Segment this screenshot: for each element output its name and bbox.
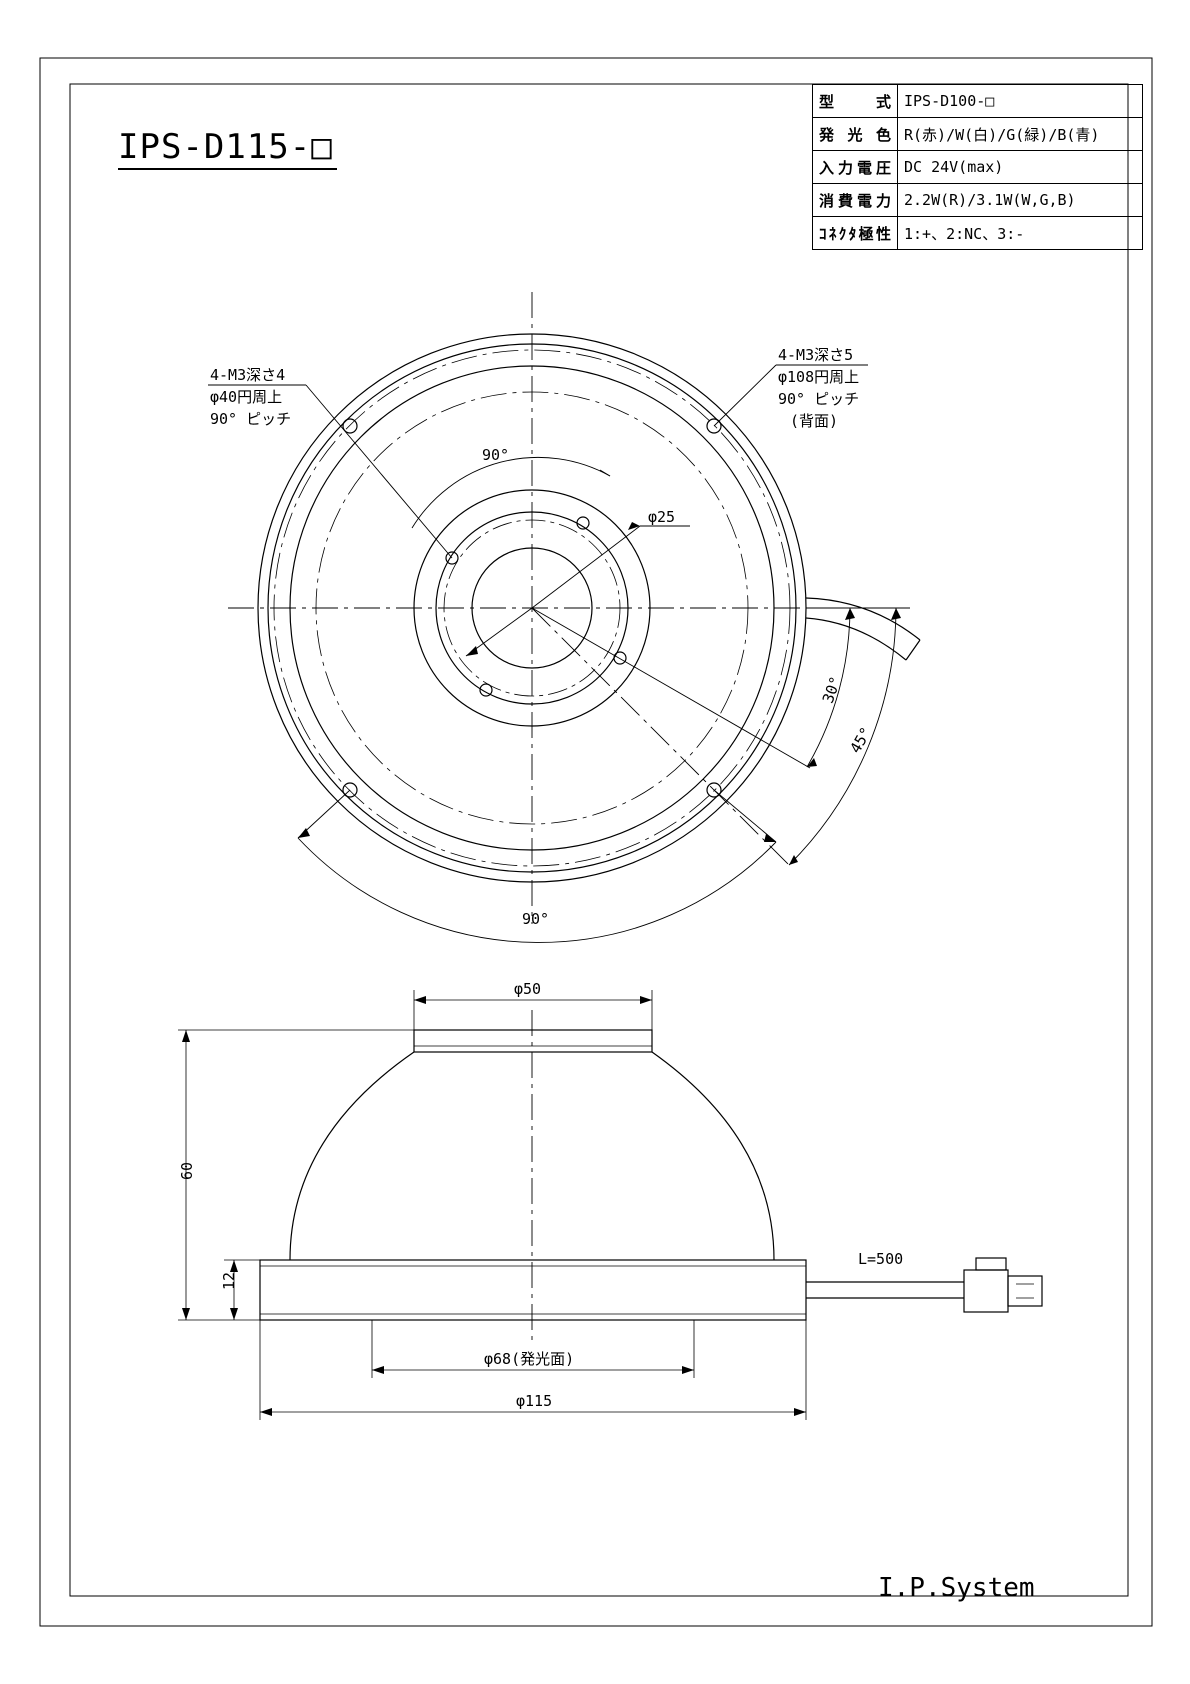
rim-circle (289, 365, 775, 851)
outer-hole-ul (342, 418, 358, 434)
spec-row: 消費電力 2.2W(R)/3.1W(W,G,B) (812, 183, 1143, 217)
arc-45 (788, 607, 897, 866)
cable-top-view (805, 597, 921, 661)
dim-phi68-label: φ68(発光面) (484, 1350, 574, 1368)
spec-row: 型 式 IPS-D100-□ (812, 84, 1143, 118)
top-cap (413, 1029, 653, 1053)
base (259, 1259, 807, 1321)
inner-ring-2 (435, 511, 629, 705)
spec-key: 消費電力 (812, 183, 898, 217)
bolt-pcd-40 (443, 519, 621, 697)
top-view (208, 292, 921, 943)
angle-30-label: 30° (819, 674, 845, 706)
spec-row: 発光色 R(赤)/W(白)/G(緑)/B(青) (812, 117, 1143, 151)
dim-phi115-label: φ115 (516, 1392, 552, 1410)
side-view-labels: φ50 60 12 φ68(発光面) φ115 L=500 (178, 980, 903, 1410)
outer-hole-ll (342, 782, 358, 798)
outer-border (39, 57, 1153, 1627)
spec-value: 2.2W(R)/3.1W(W,G,B) (897, 183, 1143, 217)
note-right-4: (背面) (790, 412, 838, 430)
leader-phi25 (531, 525, 641, 609)
arc-30 (806, 607, 851, 768)
dia-inner-label: φ25 (648, 508, 675, 526)
connector (963, 1269, 1009, 1313)
inner-hole-1 (576, 516, 590, 530)
spec-value: 1:+、2:NC、3:- (897, 216, 1143, 250)
spec-row: ｺﾈｸﾀ極性 1:+、2:NC、3:- (812, 216, 1143, 250)
spec-table: 型 式 IPS-D100-□ 発光色 R(赤)/W(白)/G(緑)/B(青) 入… (812, 84, 1143, 250)
spec-key: 入力電圧 (812, 150, 898, 184)
dim-phi50-label: φ50 (514, 980, 541, 998)
dome (289, 1051, 775, 1261)
spec-key: 型 式 (812, 84, 898, 118)
note-right-2: φ108円周上 (778, 368, 859, 386)
note-left-1: 4-M3深さ4 (210, 366, 285, 384)
outer-hole-lr (706, 782, 722, 798)
spec-key: 発光色 (812, 117, 898, 151)
angle-outer-label: 90° (522, 910, 549, 928)
note-right-3: 90° ピッチ (778, 390, 859, 408)
spec-value: IPS-D100-□ (897, 84, 1143, 118)
note-left-3: 90° ピッチ (210, 410, 291, 428)
arc-outer-90 (297, 837, 777, 943)
center-bore (471, 547, 593, 669)
dim-base-label: 12 (220, 1272, 238, 1290)
note-left-2: φ40円周上 (210, 388, 282, 406)
spec-key: ｺﾈｸﾀ極性 (812, 216, 898, 250)
drawing-title: IPS-D115-□ (118, 128, 337, 170)
radial-45 (531, 607, 791, 867)
top-view-labels: 4-M3深さ4 φ40円周上 90° ピッチ 4-M3深さ5 φ108円周上 9… (210, 346, 875, 928)
inner-hole-3 (479, 683, 493, 697)
spec-value: R(赤)/W(白)/G(緑)/B(青) (897, 117, 1143, 151)
inner-ring-1 (413, 489, 651, 727)
outer-hole-ur (706, 418, 722, 434)
radial-30 (531, 607, 811, 769)
spec-value: DC 24V(max) (897, 150, 1143, 184)
side-view (178, 990, 1043, 1420)
note-right-1: 4-M3深さ5 (778, 346, 853, 364)
inner-hole-4 (445, 551, 459, 565)
cable-length-label: L=500 (858, 1250, 903, 1268)
angle-45-label: 45° (846, 724, 875, 756)
angle-inner-label: 90° (482, 446, 509, 464)
bolt-pcd-108 (273, 349, 791, 867)
dim-height-label: 60 (178, 1162, 196, 1180)
inner-ring-dashed (315, 391, 749, 825)
spec-row: 入力電圧 DC 24V(max) (812, 150, 1143, 184)
company-name: I.P.System (878, 1573, 1035, 1603)
inner-hole-2 (613, 651, 627, 665)
inner-border (69, 83, 1129, 1597)
outer-circle-2 (267, 343, 797, 873)
arc-inner-90 (411, 456, 611, 529)
